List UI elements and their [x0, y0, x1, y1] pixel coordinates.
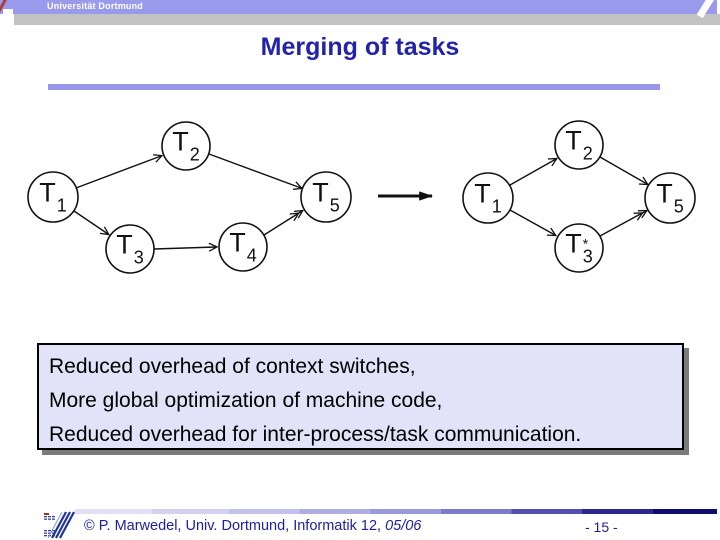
node-label-t3: T 3 [116, 229, 144, 268]
edge-t2-t5 [208, 153, 304, 190]
node-label-t5-merged: T 5 [656, 178, 684, 217]
node-label-stack: * 3 [582, 230, 593, 267]
node-label-sub: 2 [189, 144, 200, 165]
edge-t1-t2 [75, 154, 164, 189]
node-label-stack: 2 [582, 127, 593, 164]
node-label-sub: 1 [491, 196, 502, 217]
node-label-main: T [312, 177, 329, 208]
edge-t4-t5 [263, 209, 305, 236]
node-circle-t5 [644, 172, 696, 224]
node-label-sub: 5 [329, 195, 340, 216]
benefit-line: Reduced overhead of context switches, [49, 355, 416, 378]
node-label-t4: T 4 [229, 227, 257, 266]
node-label-sub: 5 [673, 196, 684, 217]
task-graph-left-edges [73, 153, 305, 252]
node-circle-t1 [462, 172, 514, 224]
node-circle-t5 [300, 171, 352, 223]
edge-t2-t5 [599, 156, 650, 186]
edge-t3s-t5 [599, 209, 649, 237]
node-label-stack: 5 [329, 179, 340, 216]
university-name: Universität Dortmund [47, 1, 144, 11]
node-label-main: T [656, 178, 673, 209]
task-graph-left-nodes [27, 121, 352, 274]
corner-logo-square [3, 9, 13, 20]
task-graphs [27, 120, 696, 274]
node-label-t1-merged: T 1 [474, 178, 502, 217]
node-circle-t1 [27, 171, 79, 223]
node-circle-t2 [554, 120, 604, 170]
node-label-sub: 3 [133, 247, 144, 268]
informatik12-logo-icon [44, 511, 75, 539]
node-label-sub: 1 [56, 195, 67, 216]
edge-t1-t2 [509, 157, 559, 186]
edge-t3-t4 [153, 242, 219, 252]
node-label-t5: T 5 [312, 177, 340, 216]
node-label-t3-star: T * 3 [565, 228, 593, 267]
task-graph-right-edges [509, 156, 650, 237]
edge-t1-t3 [73, 210, 111, 236]
node-label-sub: 3 [582, 246, 593, 267]
node-label-stack: 3 [133, 231, 144, 268]
title-underline [48, 84, 660, 90]
node-label-main: T [474, 178, 491, 209]
footer-copyright-text: © P. Marwedel, Univ. Dortmund, Informati… [84, 518, 386, 534]
node-label-stack: 4 [246, 229, 257, 266]
benefit-line: Reduced overhead for inter-process/task … [49, 423, 582, 446]
node-label-sub: 2 [582, 143, 593, 164]
node-label-t1: T 1 [39, 177, 67, 216]
node-label-sup: * [582, 235, 589, 252]
node-label-sub: 4 [246, 245, 257, 266]
node-label-stack: 1 [56, 179, 67, 216]
task-graph-right-nodes [462, 120, 696, 273]
header-bar [0, 0, 717, 14]
node-label-main: T [565, 228, 582, 259]
page-number: - 15 - [585, 519, 618, 535]
edge-t1-t3s [509, 209, 558, 237]
node-label-stack: 1 [491, 180, 502, 217]
node-label-stack: 5 [673, 180, 684, 217]
benefit-line: More global optimization of machine code… [49, 389, 443, 412]
node-label-t2-merged: T 2 [565, 125, 593, 164]
node-label-main: T [39, 177, 56, 208]
node-circle-t4 [218, 222, 268, 272]
node-circle-t3s [554, 223, 604, 273]
node-label-t2: T 2 [172, 126, 200, 165]
benefits-textbox: Reduced overhead of context switches, Mo… [37, 343, 684, 450]
node-label-main: T [565, 125, 582, 156]
footer-date: 05/06 [385, 518, 422, 534]
page-title: Merging of tasks [260, 33, 460, 61]
footer-gradient-rule [75, 509, 717, 514]
node-label-stack: 2 [189, 128, 200, 165]
node-circle-t2 [161, 121, 211, 171]
header-gray-bar [14, 14, 720, 25]
node-label-main: T [172, 126, 189, 157]
node-label-main: T [116, 229, 133, 260]
node-label-main: T [229, 227, 246, 258]
node-circle-t3 [105, 224, 155, 274]
footer-copyright: © P. Marwedel, Univ. Dortmund, Informati… [84, 518, 421, 534]
